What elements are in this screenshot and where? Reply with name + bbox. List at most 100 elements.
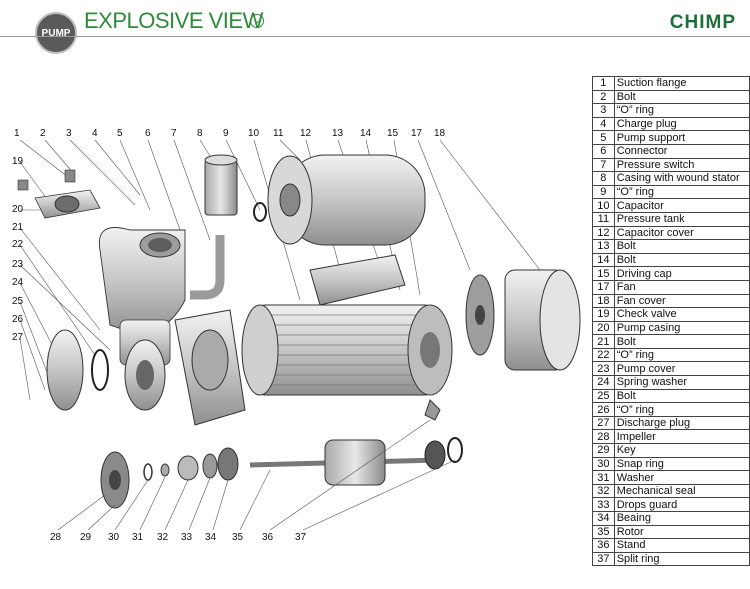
part-number: 15 bbox=[592, 266, 615, 281]
rotor-assembly-part bbox=[249, 399, 463, 486]
bottom-callouts: 28 29 30 31 32 33 34 35 36 37 bbox=[50, 532, 307, 543]
part-number: 30 bbox=[592, 456, 615, 472]
part-number: 11 bbox=[592, 211, 615, 227]
svg-text:13: 13 bbox=[332, 128, 344, 139]
pressure-tank-part bbox=[267, 154, 426, 246]
impeller-part bbox=[100, 451, 130, 509]
table-row: 22“O” ring bbox=[592, 347, 750, 363]
capacitor-cover-part bbox=[309, 254, 406, 306]
part-number: 27 bbox=[592, 415, 615, 431]
part-number: 14 bbox=[592, 252, 615, 268]
table-row: 3“O” ring bbox=[592, 103, 750, 118]
part-number: 22 bbox=[592, 347, 615, 363]
part-number: 37 bbox=[592, 551, 615, 567]
pump-cover-part bbox=[46, 329, 166, 411]
page-title: EXPLOSIVE VIEW bbox=[84, 8, 263, 33]
motor-casing-part bbox=[241, 304, 453, 396]
callout-34: 34 bbox=[205, 532, 217, 543]
part-number: 33 bbox=[592, 497, 615, 512]
part-name: Split ring bbox=[613, 551, 750, 567]
part-number: 2 bbox=[592, 89, 615, 105]
callout-29: 29 bbox=[80, 532, 92, 543]
svg-text:4: 4 bbox=[92, 128, 98, 139]
table-row: 9“O” ring bbox=[592, 184, 750, 200]
part-name: Spring washer bbox=[613, 375, 750, 390]
svg-text:25: 25 bbox=[12, 296, 24, 307]
part-number: 3 bbox=[592, 103, 615, 118]
part-name: Bolt bbox=[613, 334, 750, 349]
svg-text:22: 22 bbox=[12, 239, 24, 250]
part-number: 7 bbox=[592, 157, 615, 173]
part-name: “O” ring bbox=[613, 184, 750, 200]
pressure-switch-part bbox=[204, 154, 238, 216]
callout-30: 30 bbox=[108, 532, 120, 543]
part-name: Pressure switch bbox=[613, 157, 750, 173]
part-number: 9 bbox=[592, 184, 615, 200]
callout-35: 35 bbox=[232, 532, 244, 543]
part-number: 17 bbox=[592, 279, 615, 295]
svg-text:20: 20 bbox=[12, 204, 24, 215]
callout-33: 33 bbox=[181, 532, 193, 543]
part-name: Discharge plug bbox=[613, 415, 750, 431]
svg-text:10: 10 bbox=[248, 128, 260, 139]
part-name: Pump cover bbox=[613, 361, 750, 377]
svg-text:18: 18 bbox=[434, 128, 446, 139]
part-number: 12 bbox=[592, 225, 615, 241]
part-number: 4 bbox=[592, 116, 615, 132]
part-number: 8 bbox=[592, 171, 615, 186]
part-name: Mechanical seal bbox=[613, 483, 750, 499]
part-number: 23 bbox=[592, 361, 615, 377]
part-number: 31 bbox=[592, 470, 615, 485]
part-name: Driving cap bbox=[613, 266, 750, 281]
pump-badge: PUMP bbox=[35, 12, 77, 54]
part-name: Charge plug bbox=[613, 116, 750, 132]
part-number: 25 bbox=[592, 388, 615, 404]
part-name: Fan cover bbox=[613, 293, 750, 309]
o-ring-9 bbox=[253, 202, 267, 222]
svg-text:6: 6 bbox=[145, 128, 151, 139]
callout-28: 28 bbox=[50, 532, 62, 543]
svg-text:21: 21 bbox=[12, 222, 24, 233]
part-number: 32 bbox=[592, 483, 615, 499]
part-name: Casing with wound stator bbox=[613, 171, 750, 186]
part-name: “O” ring bbox=[613, 103, 750, 118]
svg-text:11: 11 bbox=[273, 128, 284, 139]
part-name: Pump support bbox=[613, 130, 750, 145]
part-name: Bolt bbox=[613, 239, 750, 254]
part-name: Stand bbox=[613, 538, 750, 553]
callout-37: 37 bbox=[295, 532, 307, 543]
callout-36: 36 bbox=[262, 532, 274, 543]
part-number: 13 bbox=[592, 239, 615, 254]
part-name: Capacitor bbox=[613, 198, 750, 213]
svg-text:9: 9 bbox=[223, 128, 229, 139]
part-number: 1 bbox=[592, 76, 615, 91]
part-number: 5 bbox=[592, 130, 615, 145]
part-name: “O” ring bbox=[613, 402, 750, 417]
brand-logo: CHIMP bbox=[669, 12, 736, 33]
part-name: Pump casing bbox=[613, 320, 750, 336]
svg-text:27: 27 bbox=[12, 332, 24, 343]
part-number: 6 bbox=[592, 143, 615, 159]
part-number: 18 bbox=[592, 293, 615, 309]
callout-31: 31 bbox=[132, 532, 144, 543]
part-name: “O” ring bbox=[613, 347, 750, 363]
